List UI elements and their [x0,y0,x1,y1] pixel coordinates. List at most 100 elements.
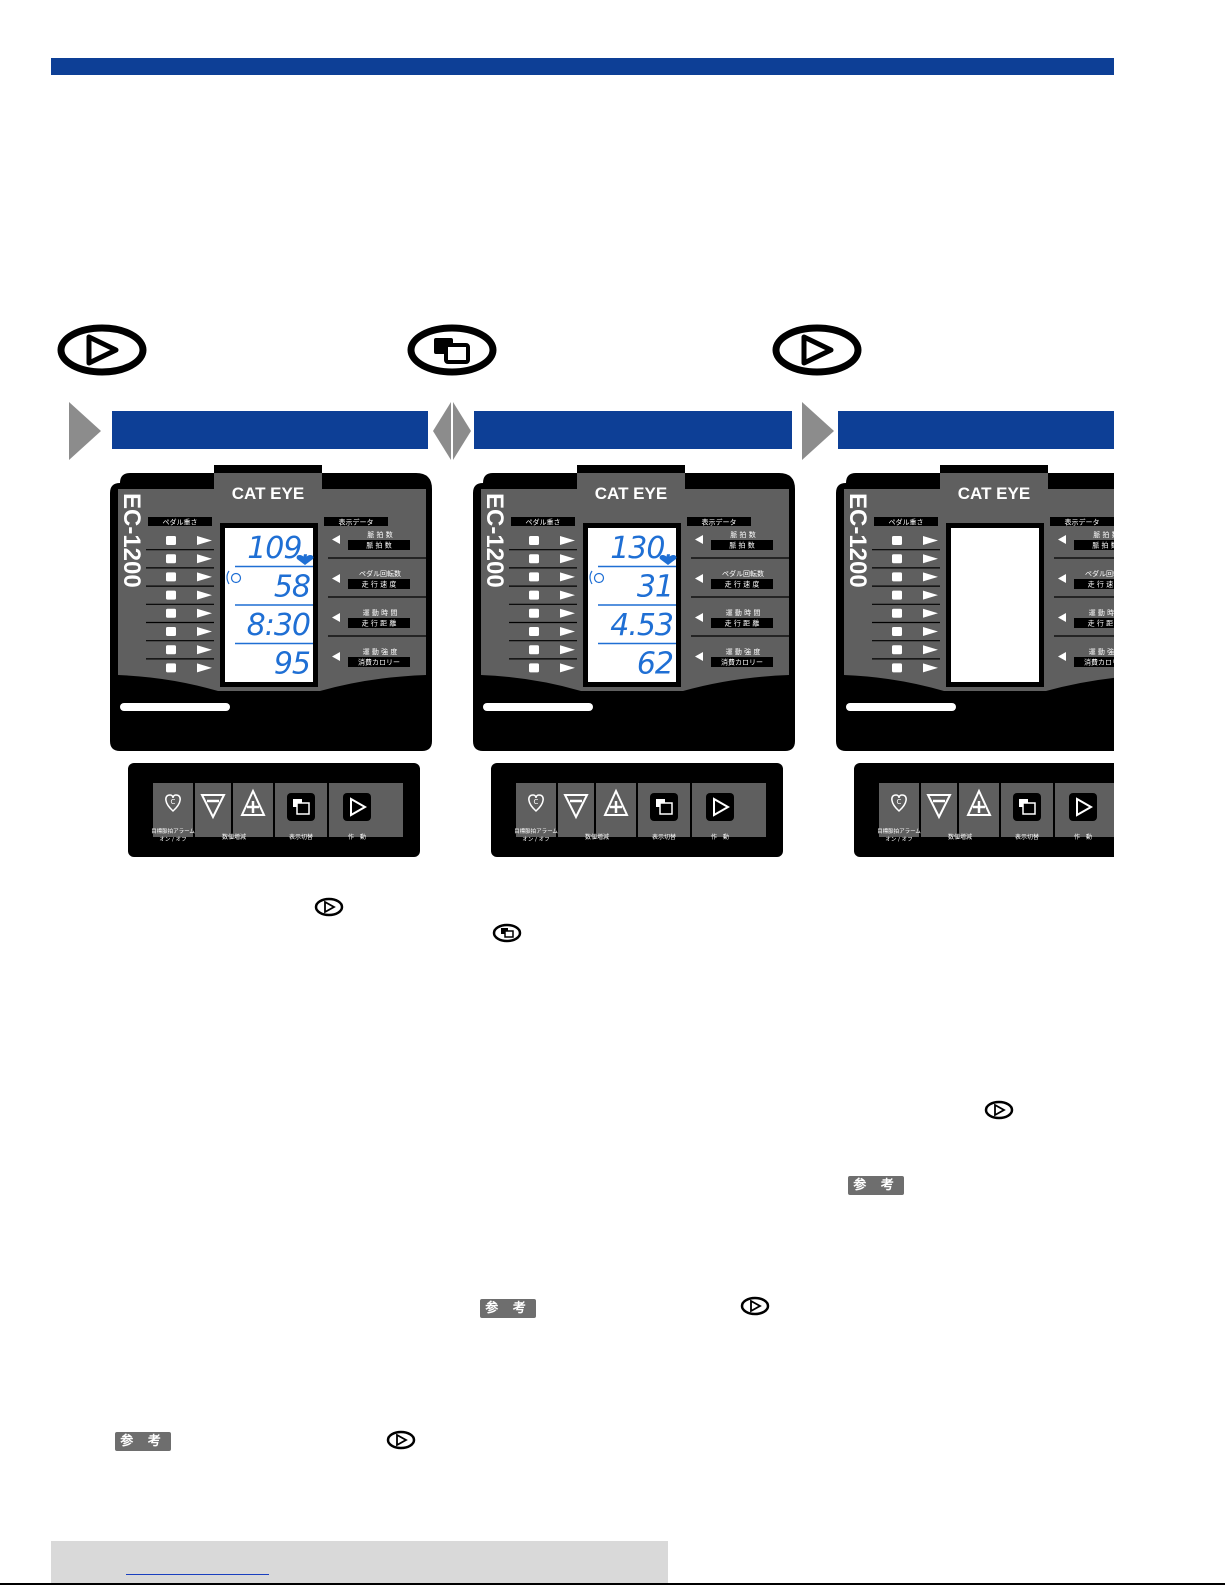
alarm-icon [226,570,242,585]
alarm-label: 目標脈拍アラーム [514,827,558,835]
start-button-icon [57,324,147,376]
bottom-rule [0,1583,1225,1585]
data-label-top: ペダル回転数 [1085,569,1114,578]
svg-text:C: C [897,798,902,806]
header-bar [51,58,1114,75]
data-label-bottom: 脈 拍 数 [729,541,754,550]
heart-icon [296,555,314,565]
adjust-label: 数値増減 [948,833,972,841]
toggle-label: 表示切替 [1015,833,1039,841]
footer-link[interactable] [126,1574,269,1575]
data-label-bottom: 走 行 距 離 [362,619,397,628]
data-label-top: 運 動 時 間 [363,608,398,617]
svg-text:C: C [171,798,176,806]
adjust-label: 数値増減 [585,833,609,841]
data-label-bottom: 消費カロリー [358,658,400,667]
reference-badge: 参 考 [115,1432,171,1451]
alarm-label: 目標脈拍アラーム [151,827,195,835]
data-label-top: ペダル回転数 [359,569,401,578]
minus-button[interactable] [200,794,226,820]
data-label-top: 脈 拍 数 [730,530,755,539]
alarm-toggle-button[interactable]: C [528,794,544,813]
display-switch-button[interactable] [650,793,678,821]
data-label-bottom: 消費カロリー [1084,658,1114,667]
plus-button[interactable] [240,788,266,816]
brand-logo: CAT EYE [958,484,1030,503]
data-label-top: 脈 拍 数 [1093,530,1114,539]
alarm-toggle-button[interactable]: C [891,794,907,813]
toggle-label: 表示切替 [652,833,676,841]
start-button[interactable] [1069,793,1097,821]
lcd-value-3: 4.53 [610,608,673,643]
display-switch-button[interactable] [287,793,315,821]
footer-band [51,1541,668,1585]
data-label-top: 運 動 強 度 [1089,647,1114,656]
data-label-top: ペダル回転数 [722,569,764,578]
data-label-top: 運 動 時 間 [1089,608,1114,617]
plus-button[interactable] [966,788,992,816]
start-button[interactable] [343,793,371,821]
pedal-resistance-header: ペダル重さ [526,518,561,527]
brand-logo: CAT EYE [232,484,304,503]
lcd-value-3: 8:30 [247,608,310,643]
alarm-icon [589,570,605,585]
adjust-label: 数値増減 [222,833,246,841]
data-label-top: 運 動 時 間 [726,608,761,617]
model-label: EC-1200 [844,493,871,588]
start-label: 作 動 [711,833,729,841]
model-label: EC-1200 [481,493,508,588]
start-icon [984,1100,1014,1120]
step-arrow-icon [69,402,101,460]
display-switch-icon [492,923,522,943]
start-button-icon [772,324,862,376]
data-label-bottom: 消費カロリー [721,658,763,667]
data-label-bottom: 走 行 距 離 [725,619,760,628]
pedal-resistance-header: ペダル重さ [889,518,924,527]
reference-badge: 参 考 [848,1176,904,1195]
data-label-bottom: 脈 拍 数 [1092,541,1114,550]
data-label-bottom: 走 行 速 度 [1088,580,1114,589]
display-data-header: 表示データ [702,518,737,527]
step-3-bar [838,411,1114,449]
start-label: 作 動 [348,833,366,841]
toggle-label: 表示切替 [289,833,313,841]
display-switch-button[interactable] [1013,793,1041,821]
svg-text:C: C [534,798,539,806]
data-label-top: 運 動 強 度 [363,647,398,656]
display-data-header: 表示データ [1065,518,1100,527]
start-label: 作 動 [1074,833,1092,841]
model-label: EC-1200 [118,493,145,588]
brand-logo: CAT EYE [595,484,667,503]
minus-button[interactable] [926,794,952,820]
alarm-toggle-button[interactable]: C [165,794,181,813]
step-transition-icon [433,402,471,460]
plus-button[interactable] [603,788,629,816]
display-switch-button-icon [407,324,497,376]
alarm-label: 目標脈拍アラーム [877,827,921,835]
data-label-bottom: 走 行 距 離 [1088,619,1114,628]
step-1-bar [112,411,428,449]
pedal-resistance-header: ペダル重さ [163,518,198,527]
data-label-bottom: 走 行 速 度 [362,580,397,589]
step-2-bar [474,411,792,449]
lcd-value-4: 62 [637,647,673,682]
control-strip: C目標脈拍アラームオン / オフ数値増減表示切替作 動 [128,763,420,857]
data-label-top: 脈 拍 数 [367,530,392,539]
data-label-top: 運 動 強 度 [726,647,761,656]
alarm-onoff-label: オン / オフ [522,836,549,843]
data-label-bottom: 脈 拍 数 [366,541,391,550]
start-icon [314,897,344,917]
start-icon [386,1430,416,1450]
alarm-onoff-label: オン / オフ [885,836,912,843]
lcd-value-2: 58 [274,570,310,605]
data-label-bottom: 走 行 速 度 [725,580,760,589]
start-button[interactable] [706,793,734,821]
lcd-value-2: 31 [637,570,673,605]
lcd-value-4: 95 [274,647,310,682]
display-data-header: 表示データ [339,518,374,527]
minus-button[interactable] [563,794,589,820]
